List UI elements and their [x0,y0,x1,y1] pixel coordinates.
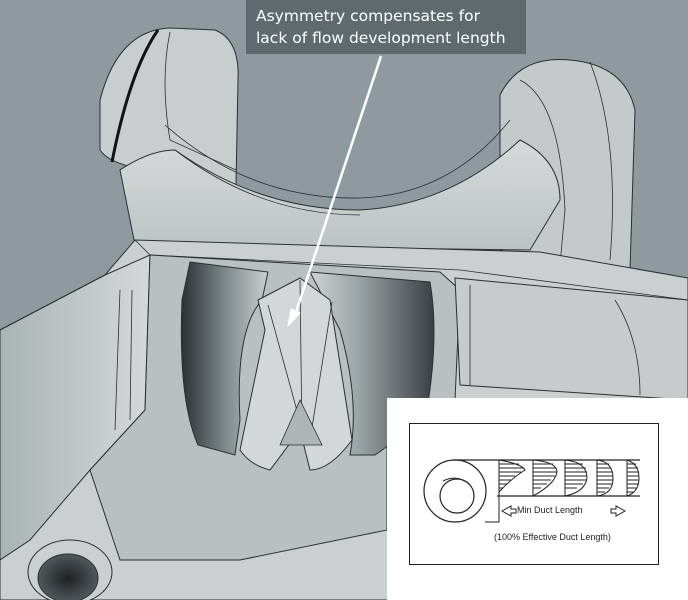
duct-length-inset: Min Duct Length (100% Effective Duct Len… [387,398,688,600]
right-block [454,277,688,401]
inset-frame [409,423,659,565]
fan-wheel-icon [439,478,475,514]
left-upright-edge [110,29,160,163]
min-duct-length-label: Min Duct Length [517,505,583,515]
rotation-arrow-icon [442,477,470,485]
min-duct-length-arrow [500,505,627,517]
callout-line-1: Asymmetry compensates for [256,7,480,25]
velocity-profiles [498,459,640,497]
callout-box: Asymmetry compensates for lack of flow d… [246,0,526,54]
callout-line-2: lack of flow development length [256,29,506,47]
callout-arrowhead [287,308,301,328]
duct-schematic [423,459,640,523]
bottom-hole [37,553,99,600]
left-duct-opening [180,261,269,456]
splitter-vane [239,277,353,471]
left-upright [99,27,239,186]
saddle-top [119,139,561,251]
effective-duct-length-label: (100% Effective Duct Length) [494,532,611,542]
callout-arrow [292,55,383,319]
